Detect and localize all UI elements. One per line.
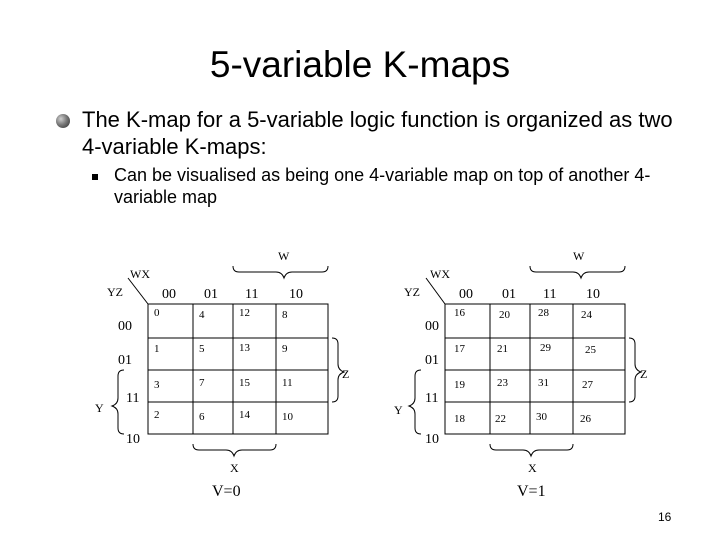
col-header: 10 — [289, 287, 303, 302]
page-title: 5-variable K-maps — [209, 44, 511, 85]
cell-minterm: 26 — [580, 413, 592, 425]
cell-minterm: 23 — [497, 377, 509, 389]
cell-minterm: 25 — [585, 344, 597, 356]
bullet-sub-text: Can be visualised as being one 4-variabl… — [114, 165, 651, 207]
cell-minterm: 5 — [199, 343, 205, 355]
z-label: Z — [640, 367, 647, 381]
cell-minterm: 8 — [282, 309, 288, 321]
cell-minterm: 27 — [582, 379, 594, 391]
square-bullet-icon — [92, 174, 98, 180]
cell-minterm: 19 — [454, 379, 466, 391]
cell-minterm: 2 — [154, 409, 160, 421]
col-header: 11 — [543, 287, 556, 302]
cell-minterm: 13 — [239, 342, 251, 354]
col-header: 00 — [162, 287, 176, 302]
cell-minterm: 10 — [282, 411, 294, 423]
row-header: 10 — [126, 432, 140, 447]
cell-minterm: 17 — [454, 343, 466, 355]
cell-minterm: 7 — [199, 377, 205, 389]
cell-minterm: 18 — [454, 413, 466, 425]
cell-minterm: 31 — [538, 377, 549, 389]
w-label: W — [278, 249, 290, 263]
z-label: Z — [342, 367, 349, 381]
cell-minterm: 29 — [540, 342, 552, 354]
cell-minterm: 11 — [282, 377, 293, 389]
wx-label: WX — [130, 267, 150, 281]
page-number: 16 — [658, 510, 672, 524]
row-header: 00 — [118, 319, 132, 334]
v-label: V=0 — [212, 483, 241, 500]
row-header: 10 — [425, 432, 439, 447]
cell-minterm: 3 — [154, 379, 160, 391]
x-label: X — [230, 461, 239, 475]
cell-minterm: 14 — [239, 409, 251, 421]
cell-minterm: 12 — [239, 307, 250, 319]
w-label: W — [573, 249, 585, 263]
bullet-main-text: The K-map for a 5-variable logic functio… — [82, 107, 673, 159]
y-label: Y — [95, 401, 104, 415]
col-header: 10 — [586, 287, 600, 302]
cell-minterm: 4 — [199, 309, 205, 321]
cell-minterm: 15 — [239, 377, 251, 389]
row-header: 01 — [118, 353, 132, 368]
col-header: 01 — [204, 287, 218, 302]
yz-label: YZ — [107, 285, 123, 299]
cell-minterm: 28 — [538, 307, 550, 319]
x-label: X — [528, 461, 537, 475]
row-header: 00 — [425, 319, 439, 334]
cell-minterm: 21 — [497, 343, 508, 355]
cell-minterm: 9 — [282, 343, 288, 355]
cell-minterm: 24 — [581, 309, 593, 321]
cell-minterm: 6 — [199, 411, 205, 423]
col-header: 01 — [502, 287, 516, 302]
cell-minterm: 1 — [154, 343, 160, 355]
cell-minterm: 20 — [499, 309, 511, 321]
cell-minterm: 30 — [536, 411, 548, 423]
cell-minterm: 0 — [154, 307, 160, 319]
col-header: 11 — [245, 287, 258, 302]
row-header: 01 — [425, 353, 439, 368]
bullet-icon — [56, 114, 70, 128]
v-label: V=1 — [517, 483, 546, 500]
row-header: 11 — [126, 391, 139, 406]
yz-label: YZ — [404, 285, 420, 299]
y-label: Y — [394, 403, 403, 417]
cell-minterm: 22 — [495, 413, 506, 425]
wx-label: WX — [430, 267, 450, 281]
cell-minterm: 16 — [454, 307, 466, 319]
col-header: 00 — [459, 287, 473, 302]
row-header: 11 — [425, 391, 438, 406]
